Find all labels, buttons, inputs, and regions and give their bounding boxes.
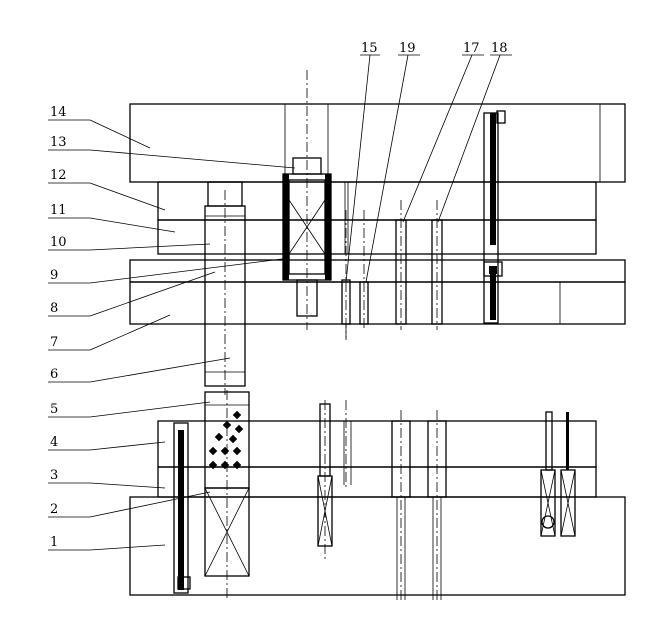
callout-12: 12: [50, 168, 67, 183]
guide-pillar-left: [173, 422, 189, 594]
callout-13: 13: [50, 135, 67, 150]
callout-14: 14: [50, 105, 67, 120]
stripper-bolt: [296, 279, 318, 317]
callout-18: 18: [491, 41, 508, 56]
top-clamp-plate: [129, 103, 626, 183]
stripper-plate: [129, 259, 626, 283]
callout-11: 11: [50, 203, 67, 218]
callout-numbers-top: 15 19 17 18: [361, 41, 508, 56]
stripper-lower: [129, 281, 626, 325]
callout-4: 4: [50, 435, 58, 450]
callout-6: 6: [50, 367, 58, 382]
callout-5: 5: [50, 402, 58, 417]
callout-19: 19: [399, 41, 416, 56]
callout-3: 3: [50, 468, 58, 483]
callout-1: 1: [50, 535, 58, 550]
die-backing-plate: [157, 466, 597, 498]
callout-numbers-left: 14 13 12 11 10 9 8 7 6 5 4 3 2 1: [50, 105, 67, 550]
leader-lines: [48, 54, 512, 551]
callout-15: 15: [361, 41, 378, 56]
callout-10: 10: [50, 235, 67, 250]
punch-backing-plate: [157, 181, 597, 221]
callout-9: 9: [50, 268, 58, 283]
callout-17: 17: [463, 41, 480, 56]
lower-die-shoe: [129, 496, 626, 596]
punch-holder-plate: [157, 219, 597, 255]
callout-2: 2: [50, 502, 58, 517]
callout-8: 8: [50, 301, 58, 316]
hatch-diamonds: [208, 410, 244, 470]
callout-7: 7: [50, 335, 58, 350]
die-plate: [157, 420, 597, 468]
